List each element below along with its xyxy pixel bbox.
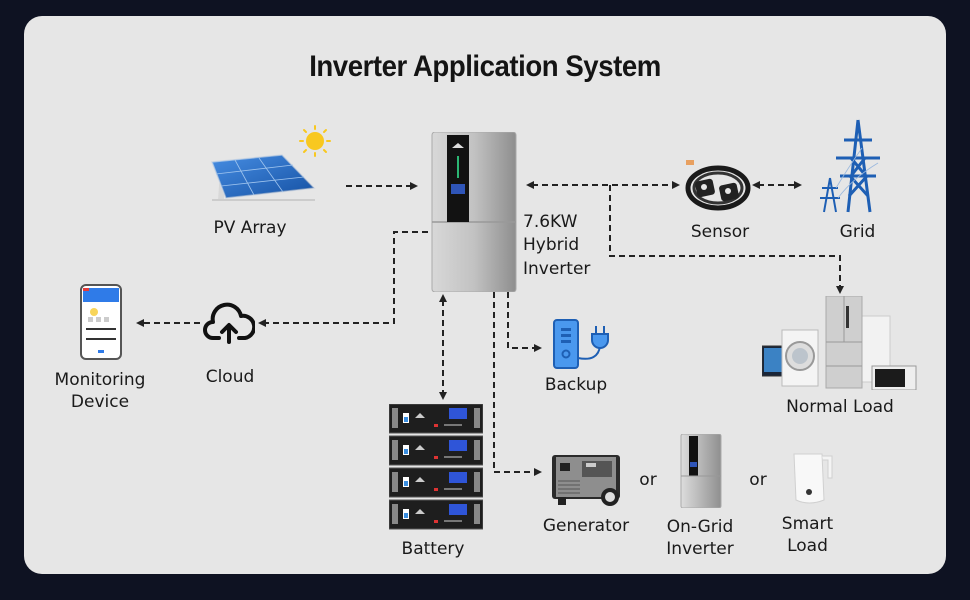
connector-inverter-normal-load (609, 185, 844, 294)
grid-label: Grid (839, 222, 876, 242)
on-grid-inverter-icon (680, 434, 722, 508)
or-separator-1: or (639, 470, 657, 490)
diagram-title: Inverter Application System (309, 50, 661, 83)
inverter-label-line2: Hybrid (523, 235, 580, 255)
appliances-icon (762, 296, 917, 390)
cloud-upload-icon (203, 302, 255, 344)
sensor-label: Sensor (690, 222, 750, 242)
sun-icon (299, 125, 331, 157)
connector-inverter-generator (493, 292, 542, 476)
pv-array-label: PV Array (213, 218, 287, 238)
backup-label: Backup (544, 375, 608, 395)
smart-load-label-line1: Smart (781, 514, 834, 534)
normal-load-label: Normal Load (786, 397, 894, 417)
generator-label: Generator (542, 516, 630, 536)
diagram-card (24, 16, 946, 574)
smart-load-label-line2: Load (787, 536, 828, 556)
on-grid-inverter-label-line2: Inverter (666, 539, 734, 559)
connector-inverter-backup (507, 292, 542, 352)
or-separator-2: or (749, 470, 767, 490)
inverter-label-line3: Inverter (523, 259, 591, 279)
backup-power-icon (553, 319, 609, 369)
battery-rack-icon (389, 404, 483, 530)
battery-label: Battery (401, 539, 465, 559)
ct-sensor-icon (685, 160, 751, 211)
cloud-label: Cloud (205, 367, 255, 387)
monitoring-label-line2: Device (70, 392, 130, 412)
hybrid-inverter-icon (431, 132, 517, 292)
solar-panel-icon (210, 154, 316, 201)
generator-icon (552, 455, 620, 506)
kettle-icon (793, 453, 833, 504)
power-tower-icon (820, 119, 880, 213)
connector-inverter-cloud (258, 231, 428, 327)
smartphone-icon (80, 284, 122, 360)
on-grid-inverter-label-line1: On-Grid (666, 517, 734, 537)
monitoring-label-line1: Monitoring (54, 370, 146, 390)
inverter-label-line1: 7.6KW (523, 212, 578, 232)
